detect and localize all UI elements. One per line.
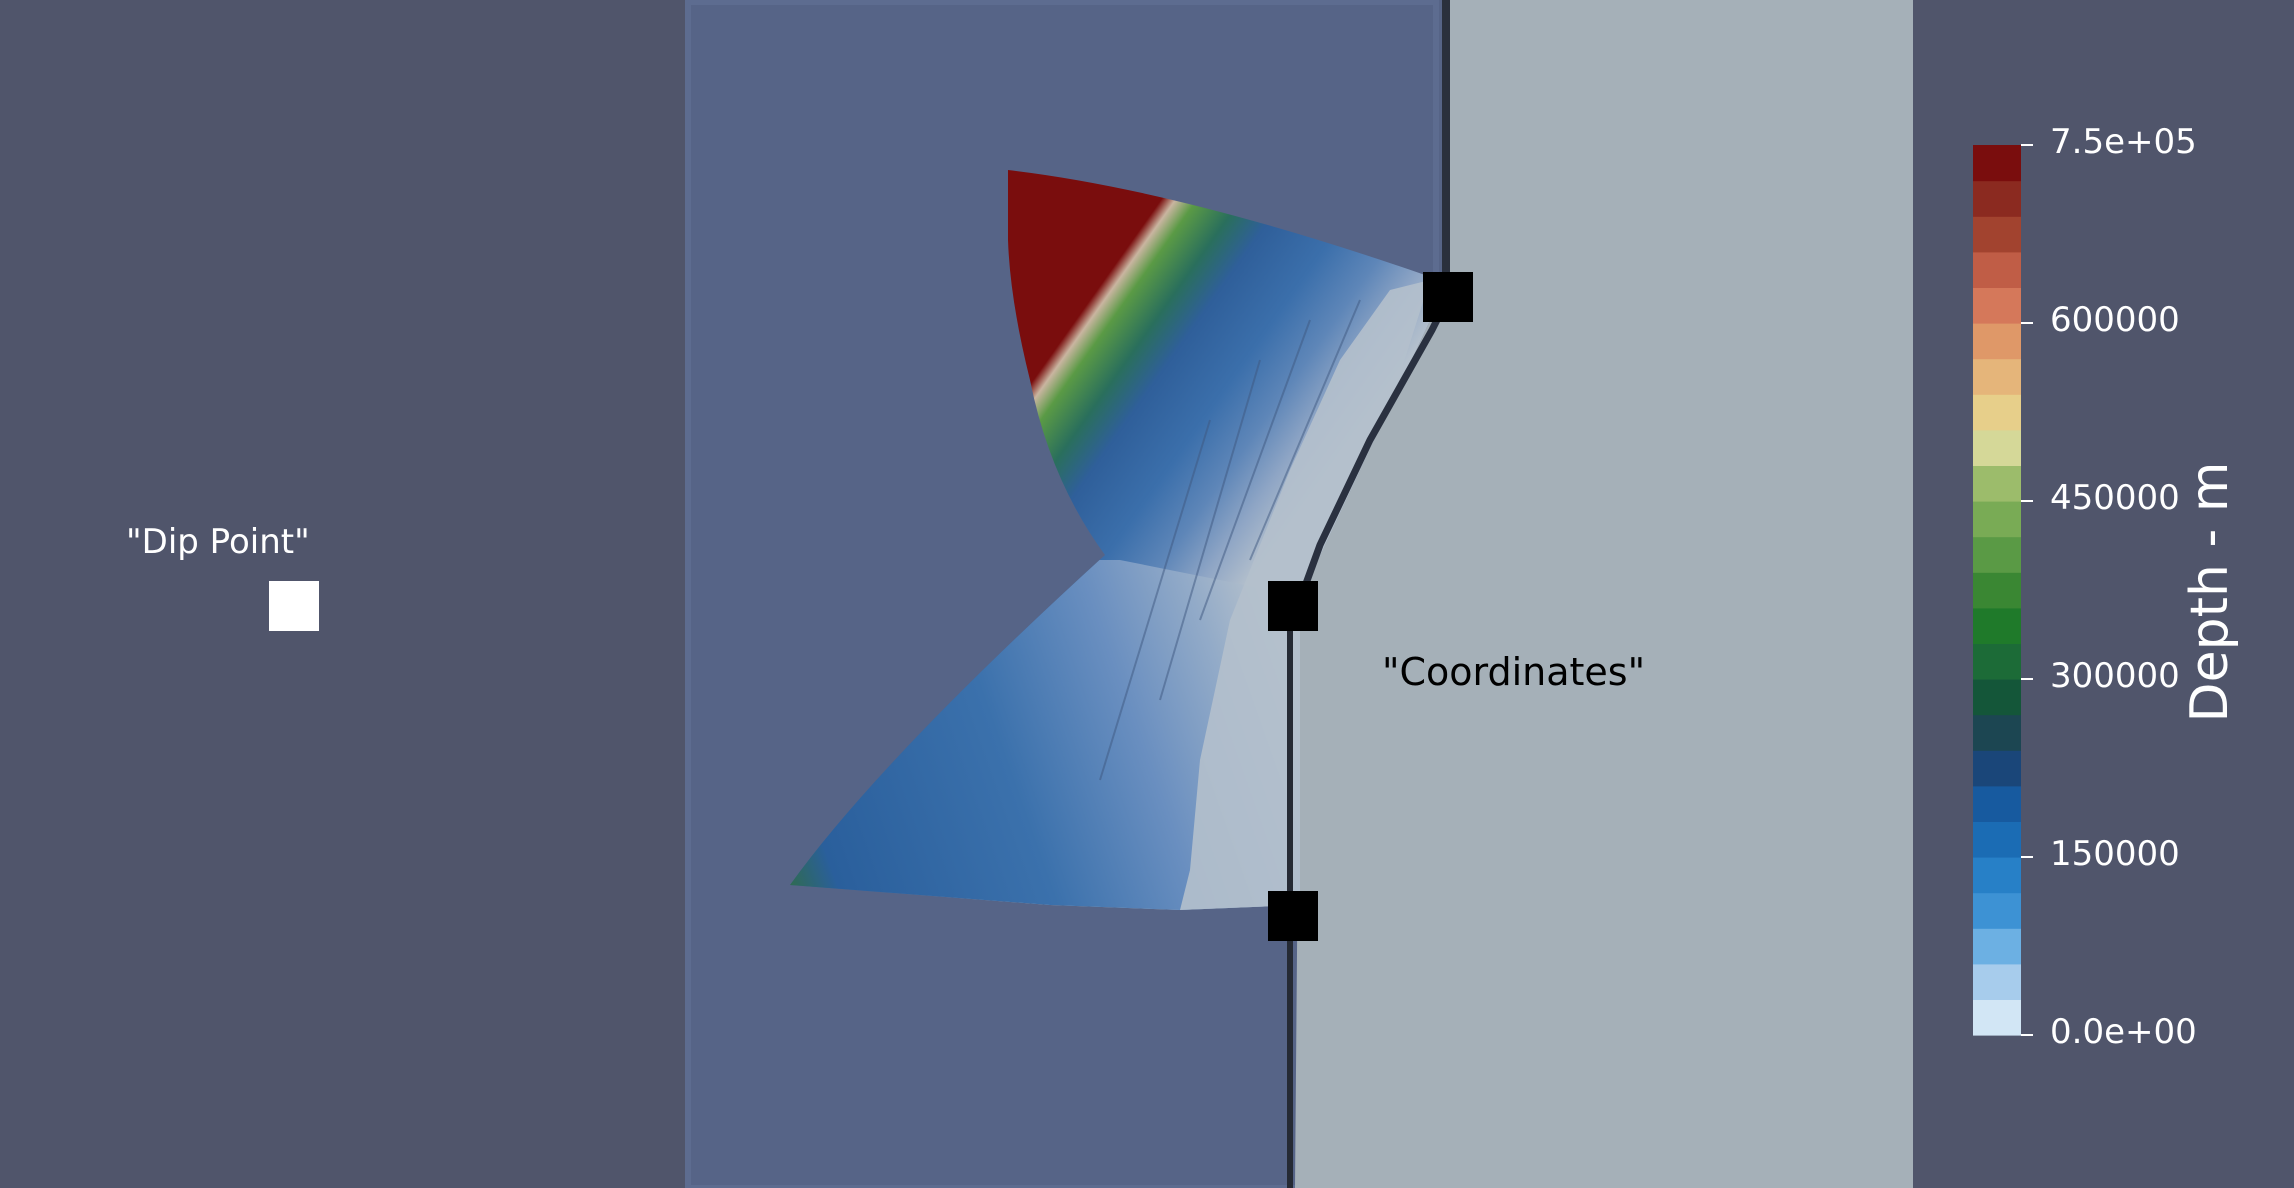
colorbar-band <box>1973 963 2021 1000</box>
colorbar-ticks <box>2021 144 2033 1036</box>
colorbar-band <box>1973 358 2021 395</box>
colorbar <box>1973 145 2021 1036</box>
coordinate-handle-top[interactable] <box>1423 272 1473 322</box>
colorbar-band <box>1973 857 2021 894</box>
colorbar-band <box>1973 750 2021 787</box>
colorbar-band <box>1973 928 2021 965</box>
colorbar-band <box>1973 892 2021 929</box>
dip-point-label: "Dip Point" <box>126 522 310 562</box>
colorbar-band <box>1973 287 2021 324</box>
colorbar-band <box>1973 999 2021 1036</box>
colorbar-band <box>1973 251 2021 288</box>
colorbar-band <box>1973 429 2021 466</box>
colorbar-band <box>1973 216 2021 253</box>
colorbar-band <box>1973 607 2021 644</box>
colorbar-band <box>1973 465 2021 502</box>
colorbar-band <box>1973 323 2021 360</box>
coordinate-handle-bottom[interactable] <box>1268 891 1318 941</box>
colorbar-tick-label: 0.0e+00 <box>2050 1012 2197 1052</box>
colorbar-band <box>1973 145 2021 182</box>
dip-point-handle[interactable] <box>269 581 319 631</box>
colorbar-tick-label: 7.5e+05 <box>2050 122 2197 162</box>
colorbar-band <box>1973 714 2021 751</box>
colorbar-band <box>1973 501 2021 538</box>
colorbar-band <box>1973 394 2021 431</box>
colorbar-band <box>1973 572 2021 609</box>
colorbar-band <box>1973 785 2021 822</box>
colorbar-tick-label: 150000 <box>2050 834 2180 874</box>
coordinate-handle-middle[interactable] <box>1268 581 1318 631</box>
colorbar-tick-label: 450000 <box>2050 478 2180 518</box>
colorbar-band <box>1973 536 2021 573</box>
colorbar-band <box>1973 180 2021 217</box>
colorbar-band <box>1973 679 2021 716</box>
colorbar-tick-label: 300000 <box>2050 656 2180 696</box>
colorbar-title: Depth - m <box>2180 461 2240 723</box>
colorbar-band <box>1973 821 2021 858</box>
colorbar-band <box>1973 643 2021 680</box>
coordinates-label: "Coordinates" <box>1382 650 1646 694</box>
colorbar-tick-label: 600000 <box>2050 300 2180 340</box>
